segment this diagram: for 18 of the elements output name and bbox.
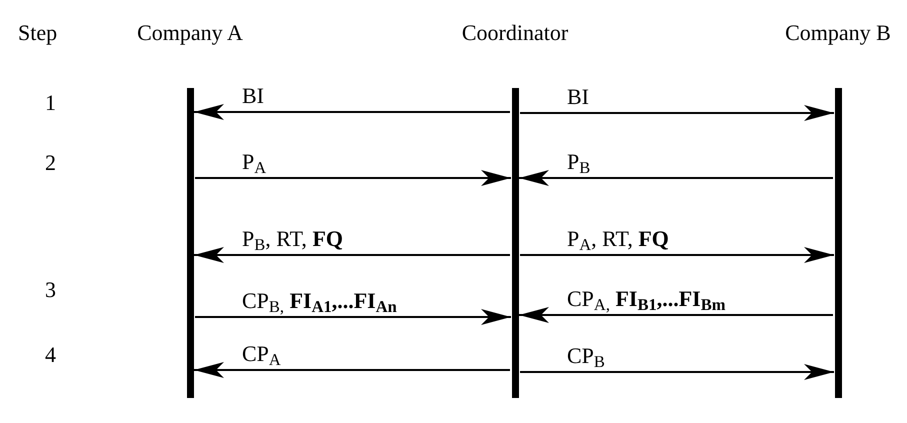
arrow — [519, 170, 833, 186]
step-number: 3 — [45, 276, 56, 304]
lifeline-heading: Coordinator — [462, 19, 568, 47]
column-heading: Step — [18, 19, 58, 47]
arrow — [195, 170, 511, 186]
arrow — [194, 362, 510, 378]
lifeline-heading: Company B — [785, 19, 891, 47]
arrow — [194, 247, 510, 263]
arrow — [519, 307, 833, 323]
step-number: 1 — [45, 89, 56, 117]
arrow — [194, 104, 510, 120]
step-number: 2 — [45, 149, 56, 177]
arrow — [195, 309, 511, 325]
arrow — [520, 105, 834, 121]
lifeline-heading: Company A — [137, 19, 243, 47]
step-number: 4 — [45, 341, 56, 369]
arrow — [520, 247, 834, 263]
arrow — [520, 364, 834, 380]
